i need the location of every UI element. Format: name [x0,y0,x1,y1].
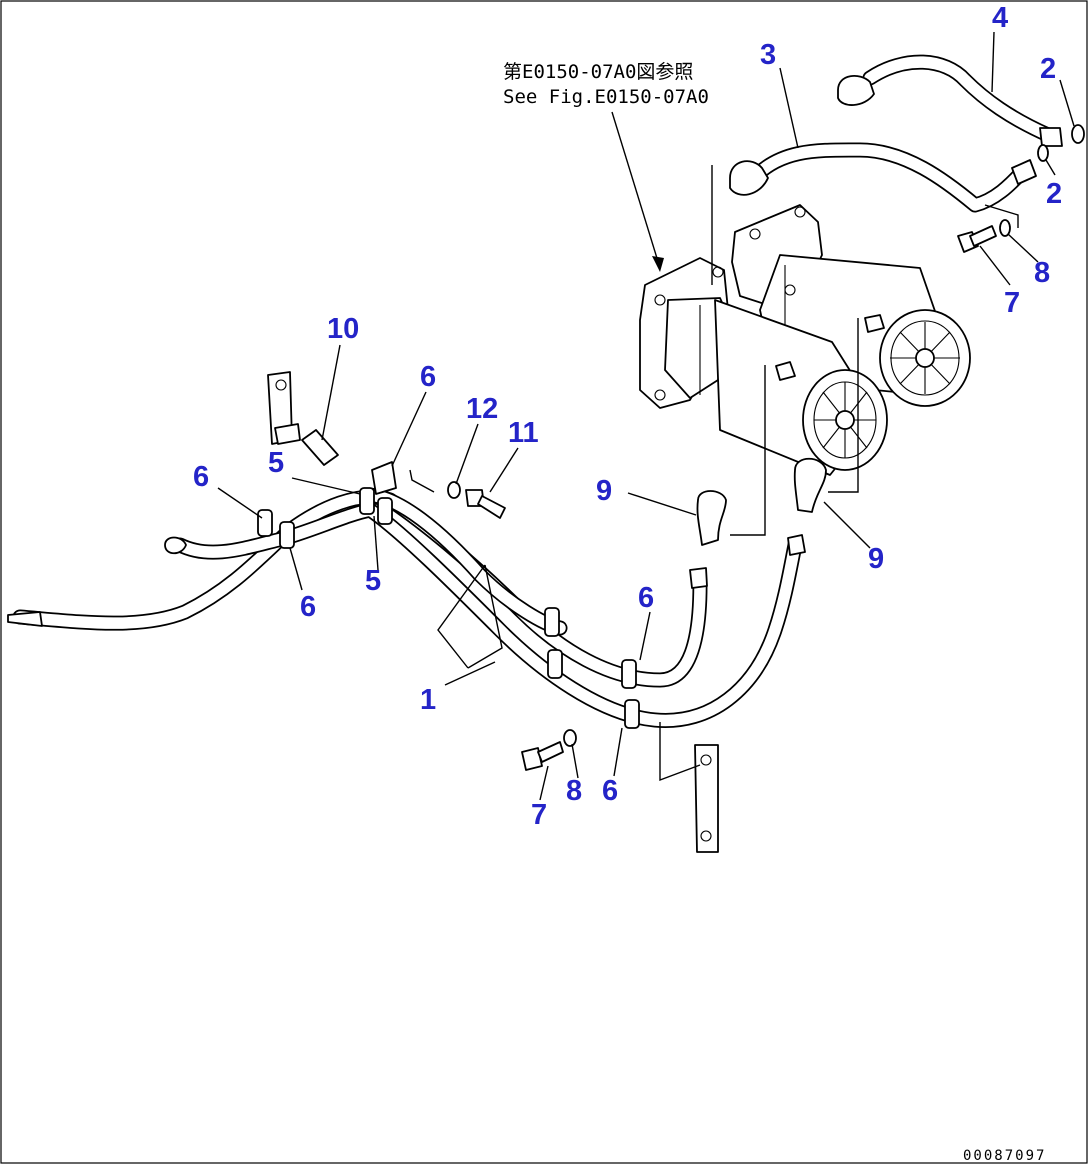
terminal-left [7,611,43,627]
bolt-7-upper [957,225,997,253]
washer-8-lower [563,729,577,747]
terminal-ring-left [164,536,187,555]
clamps [257,487,640,729]
starter-motor-front [639,257,888,476]
callout-5-upper: 5 [268,447,284,479]
callout-7-upper: 7 [1004,287,1020,319]
reference-text-jp: 第E0150-07A0図参照 [503,61,693,83]
nut-2b [1037,144,1049,162]
callout-2-lower: 2 [1046,178,1062,210]
tube-10 [301,429,339,466]
callout-11: 11 [508,417,539,449]
cable-1a [12,489,708,688]
callout-1: 1 [420,684,436,716]
callout-2-upper: 2 [1040,53,1056,85]
nut-2a [1071,124,1085,144]
callout-10: 10 [327,313,359,345]
bolt-11 [465,489,506,519]
callout-6-mid: 6 [300,591,316,623]
callout-4: 4 [992,2,1008,34]
callout-8-lower: 8 [566,775,582,807]
callout-labels: 1 2 2 3 4 5 5 6 6 6 6 6 7 7 8 8 9 9 10 1… [193,2,1062,831]
leader-lines [217,31,1075,801]
clip-6-top [371,461,397,495]
callout-9-left: 9 [596,475,612,507]
washer-8-upper [999,219,1011,237]
callout-6-right: 6 [638,582,654,614]
callout-8-upper: 8 [1034,257,1050,289]
terminal-right-b [787,534,806,556]
terminal-right-a [689,567,708,589]
cable-1c [362,487,568,636]
boot-9-left [696,490,727,546]
bolt-7-lower [521,741,564,771]
bracket-lower [694,744,719,853]
boot-9-right [793,457,827,513]
callout-9-right: 9 [868,543,884,575]
callout-6-left: 6 [193,461,209,493]
cable-3 [729,142,1037,213]
reference-text-en: See Fig.E0150-07A0 [503,86,709,108]
callout-3: 3 [760,39,776,71]
callout-7-lower: 7 [531,799,547,831]
document-number: 00087097 [963,1148,1046,1164]
washer-12 [447,481,461,499]
callout-12: 12 [466,393,498,425]
callout-6-top: 6 [420,361,436,393]
callout-6-bottom: 6 [602,775,618,807]
callout-5-lower: 5 [365,565,381,597]
bracket-upper-left [267,371,301,445]
cable-4 [837,54,1063,147]
